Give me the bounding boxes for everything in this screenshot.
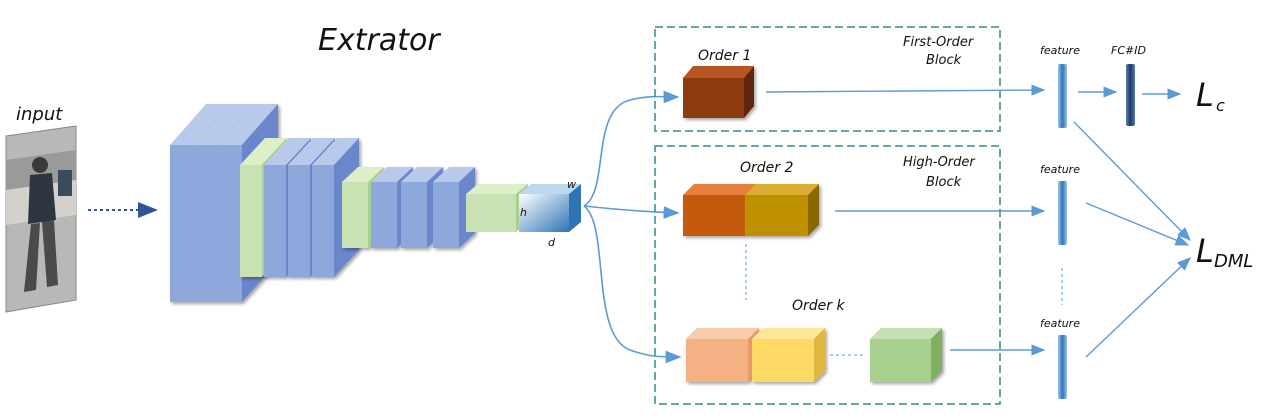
conv-stage-3	[342, 167, 475, 248]
first-order-block-label-2: Block	[926, 53, 962, 68]
high-order-block-label-2: Block	[926, 175, 962, 190]
high-order-block-label-1: High-Order	[903, 155, 976, 170]
feature-vector-2	[1058, 181, 1067, 245]
dim-h-label: h	[520, 206, 527, 219]
feature-2-to-ldml-arrow	[1085, 202, 1190, 246]
input-label: input	[16, 104, 63, 125]
loss-dml-main: L	[1196, 232, 1214, 270]
branch-arrow-1	[583, 90, 680, 207]
order-2-label: Order 2	[740, 160, 793, 176]
conv-stage-2	[240, 138, 359, 277]
loss-c-sub: c	[1216, 96, 1225, 115]
branch-arrow-2	[583, 205, 680, 219]
fc-id-label: FC#ID	[1111, 44, 1146, 57]
order-2-cubes	[683, 184, 819, 236]
pool-layer	[466, 184, 528, 232]
order-1-to-feature-arrow	[765, 84, 1046, 96]
loss-dml-sub: DML	[1214, 251, 1253, 272]
first-order-block	[654, 26, 1001, 132]
feature-label-k: feature	[1040, 317, 1080, 330]
high-order-block	[654, 145, 1001, 405]
order-k-label: Order k	[792, 298, 845, 314]
first-order-block-label-1: First-Order	[903, 35, 975, 50]
input-image	[5, 125, 77, 313]
feature-label-2: feature	[1040, 163, 1080, 176]
dim-d-label: d	[548, 236, 556, 249]
dim-w-label: w	[567, 178, 576, 191]
order-1-label: Order 1	[698, 48, 751, 64]
output-feature-map	[519, 184, 581, 232]
extractor-title: Extrator	[318, 23, 441, 58]
fc-id-vector	[1126, 64, 1135, 126]
feature-vector-k	[1058, 335, 1067, 399]
feature-label-1: feature	[1040, 44, 1080, 57]
feature-vector-1	[1058, 64, 1067, 128]
feature-k-to-ldml-arrow	[1085, 257, 1192, 358]
order-1-cube	[683, 66, 754, 118]
feature-1-to-ldml-arrow	[1073, 121, 1191, 241]
branch-arrow-k	[583, 205, 682, 364]
loss-c-main: L	[1196, 76, 1214, 114]
order-k-cubes	[686, 328, 942, 382]
